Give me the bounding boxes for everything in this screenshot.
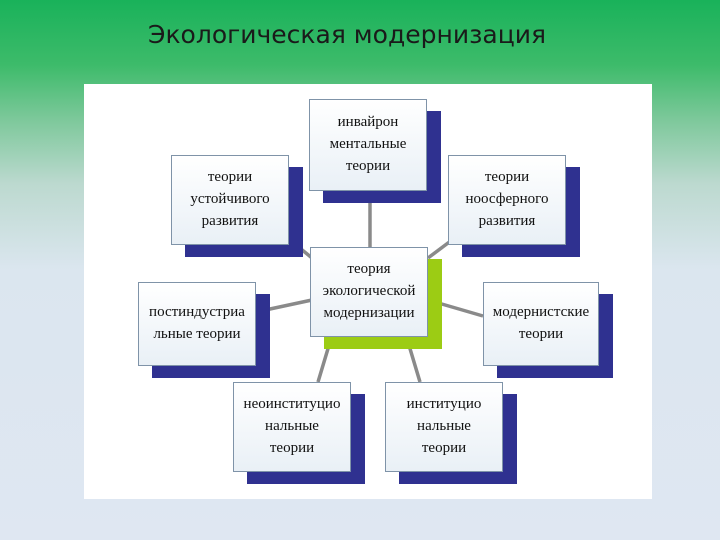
node-modernist-theories: модернистские теории: [483, 282, 613, 378]
node-neoinstitutional-theories: неоинституцио нальные теории: [233, 382, 365, 484]
node-label: инвайрон ментальные теории: [309, 99, 427, 191]
node-postindustrial-theories: постиндустриа льные теории: [138, 282, 270, 378]
node-label: модернистские теории: [483, 282, 599, 366]
slide-title: Экологическая модернизация: [148, 20, 547, 49]
node-ecological-modernization: теория экологической модернизации: [310, 247, 442, 349]
node-label: теория экологической модернизации: [310, 247, 428, 337]
node-institutional-theories: институцио нальные теории: [385, 382, 517, 484]
node-label: постиндустриа льные теории: [138, 282, 256, 366]
node-noosphere-development: теории ноосферного развития: [448, 155, 580, 257]
node-label: теории ноосферного развития: [448, 155, 566, 245]
node-label: институцио нальные теории: [385, 382, 503, 472]
node-label: неоинституцио нальные теории: [233, 382, 351, 472]
node-environmental-theories: инвайрон ментальные теории: [309, 99, 441, 203]
node-label: теории устойчивого развития: [171, 155, 289, 245]
node-sustainable-development: теории устойчивого развития: [171, 155, 303, 257]
